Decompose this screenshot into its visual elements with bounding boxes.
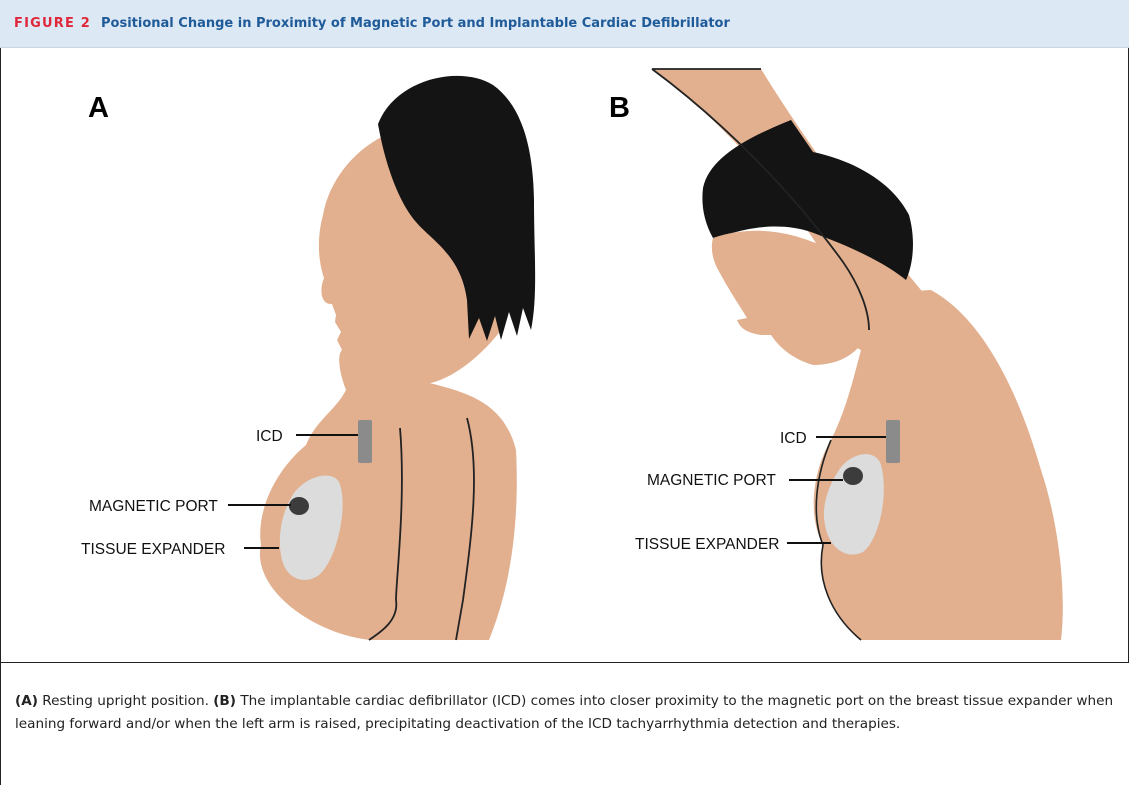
panel-b-icd-label: ICD <box>780 430 807 447</box>
figure-illustration: A ICD MAGNETIC PORT TISSUE EXPANDER <box>1 48 1128 662</box>
panel-b-tissue-expander-label: TISSUE EXPANDER <box>635 536 779 553</box>
panel-b-letter: B <box>609 92 630 124</box>
panel-a-magnetic-port-label: MAGNETIC PORT <box>89 498 218 515</box>
caption-part-b-tag: (B) <box>213 693 236 709</box>
panel-a-icd-label: ICD <box>256 428 283 445</box>
panel-a-letter: A <box>88 92 109 124</box>
figure-illustration-panel: A ICD MAGNETIC PORT TISSUE EXPANDER <box>0 48 1129 663</box>
panel-b-magnetic-port <box>843 467 863 485</box>
panel-a-icd <box>358 420 372 463</box>
panel-a: A ICD MAGNETIC PORT TISSUE EXPANDER <box>81 76 535 640</box>
panel-b-magnetic-port-label: MAGNETIC PORT <box>647 472 776 489</box>
caption-part-a-text: Resting upright position. <box>38 693 213 709</box>
panel-b: B ICD MAGNETIC PORT TISSUE EXPANDER <box>609 69 1063 640</box>
panel-a-tissue-expander-label: TISSUE EXPANDER <box>81 541 225 558</box>
figure-title: Positional Change in Proximity of Magnet… <box>101 16 730 31</box>
panel-b-icd <box>886 420 900 463</box>
figure-header: FIGURE 2 Positional Change in Proximity … <box>0 0 1129 48</box>
caption-part-a-tag: (A) <box>15 693 38 709</box>
figure-caption: (A) Resting upright position. (B) The im… <box>0 663 1129 785</box>
panel-a-magnetic-port <box>289 497 309 515</box>
figure-label: FIGURE 2 <box>14 16 91 31</box>
